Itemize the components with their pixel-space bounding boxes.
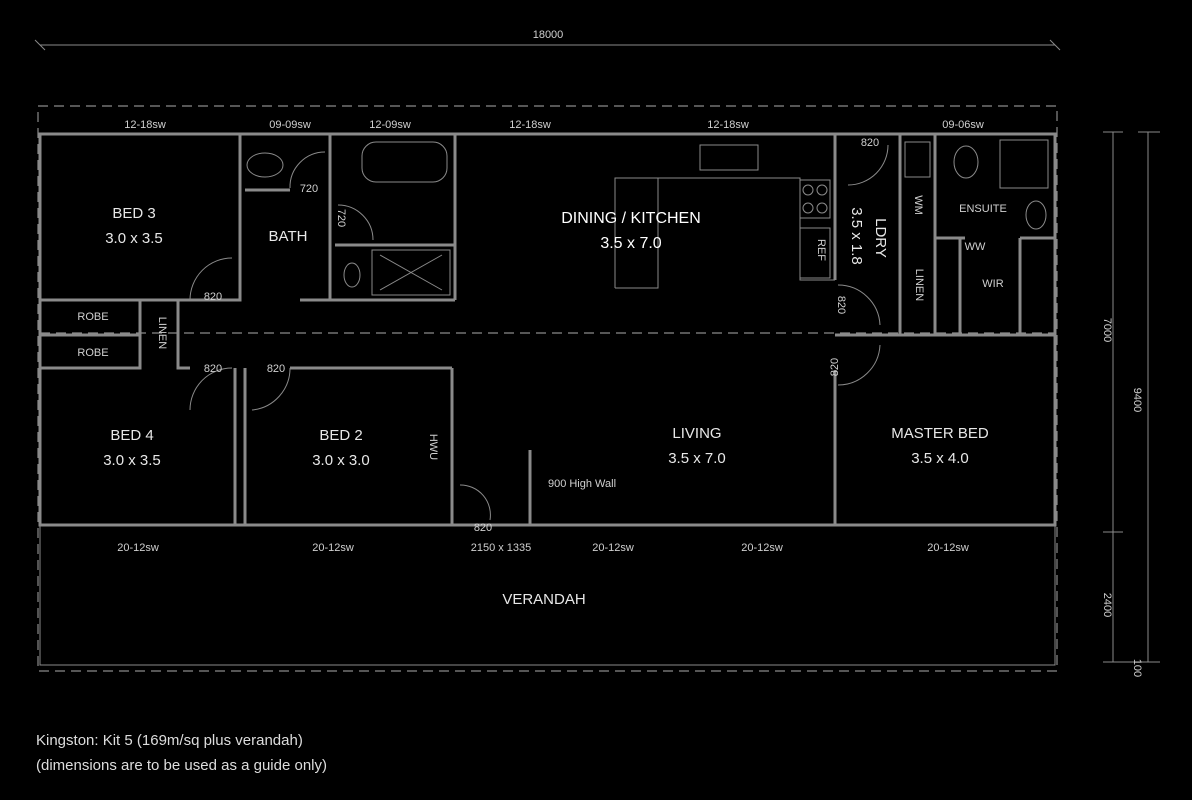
svg-text:100: 100 [1131, 659, 1143, 677]
door-swings [189, 144, 889, 521]
trough-icon [904, 141, 931, 178]
toilet-icon [246, 152, 284, 178]
svg-text:820: 820 [861, 137, 879, 149]
svg-text:ROBE: ROBE [77, 347, 108, 359]
svg-text:820: 820 [267, 363, 285, 375]
ensuite-shower-icon [999, 139, 1049, 189]
svg-text:12-18sw: 12-18sw [124, 119, 166, 131]
ensuite-label: ENSUITE [959, 203, 1007, 215]
svg-text:820: 820 [204, 363, 222, 375]
ensuite-toilet-icon [953, 145, 979, 179]
shower-icon [371, 249, 451, 296]
svg-text:820: 820 [829, 358, 841, 376]
ensuite-basin-icon [1025, 200, 1047, 230]
svg-text:3.5 x 1.8: 3.5 x 1.8 [848, 207, 865, 265]
overall-dimension: 18000 [34, 29, 1061, 51]
plan-title: Kingston: Kit 5 (169m/sq plus verandah) [36, 732, 303, 749]
bath-label: BATH [269, 228, 308, 245]
svg-text:ROBE: ROBE [77, 311, 108, 323]
svg-text:2150 x 1335: 2150 x 1335 [471, 542, 532, 554]
dining-label: DINING / KITCHEN [561, 210, 701, 227]
svg-text:820: 820 [204, 291, 222, 303]
svg-text:HWU: HWU [427, 434, 439, 460]
door-labels: 820 720 720 820 820 820 820 820 820 [204, 137, 879, 534]
svg-text:820: 820 [835, 296, 847, 314]
svg-text:12-09sw: 12-09sw [369, 119, 411, 131]
svg-text:900 High Wall: 900 High Wall [548, 478, 616, 490]
svg-text:720: 720 [335, 209, 347, 227]
svg-text:12-18sw: 12-18sw [509, 119, 551, 131]
verandah-outline [39, 524, 1056, 666]
ldry-label: LDRY [872, 218, 889, 258]
sink-icon [699, 144, 759, 171]
fridge-space [799, 227, 831, 279]
svg-text:REF: REF [815, 239, 827, 261]
svg-text:2400: 2400 [1101, 593, 1113, 617]
svg-text:7000: 7000 [1101, 318, 1113, 342]
svg-text:3.0 x 3.0: 3.0 x 3.0 [312, 452, 370, 469]
bathtub-icon [361, 141, 448, 183]
living-label: LIVING [672, 425, 721, 442]
svg-text:09-06sw: 09-06sw [942, 119, 984, 131]
internal-walls [40, 134, 1055, 525]
bottom-window-labels: 20-12sw 20-12sw 2150 x 1335 20-12sw 20-1… [117, 542, 969, 554]
svg-text:09-09sw: 09-09sw [269, 119, 311, 131]
svg-text:3.0 x 3.5: 3.0 x 3.5 [105, 230, 163, 247]
svg-text:820: 820 [474, 522, 492, 534]
kitchen-bench [658, 177, 835, 281]
overall-width-label: 18000 [533, 29, 564, 41]
svg-text:WM: WM [912, 195, 924, 215]
svg-text:20-12sw: 20-12sw [927, 542, 969, 554]
svg-text:20-12sw: 20-12sw [117, 542, 159, 554]
basin-icon [343, 262, 361, 288]
cooktop-icon [799, 179, 831, 219]
fixture-labels: ROBE ROBE LINEN LINEN REF WM WW HWU 900 … [77, 195, 986, 490]
svg-text:20-12sw: 20-12sw [592, 542, 634, 554]
plan-disclaimer: (dimensions are to be used as a guide on… [36, 757, 328, 774]
svg-text:LINEN: LINEN [913, 269, 925, 301]
svg-text:3.5 x 7.0: 3.5 x 7.0 [668, 450, 726, 467]
svg-text:LINEN: LINEN [156, 317, 168, 349]
top-window-labels: 12-18sw 09-09sw 12-09sw 12-18sw 12-18sw … [124, 119, 984, 131]
kitchen-island [614, 177, 659, 289]
svg-text:20-12sw: 20-12sw [741, 542, 783, 554]
svg-text:3.5 x 4.0: 3.5 x 4.0 [911, 450, 969, 467]
svg-text:720: 720 [300, 183, 318, 195]
verandah-label: VERANDAH [502, 591, 585, 608]
bed3-label: BED 3 [112, 205, 155, 222]
svg-text:3.0 x 3.5: 3.0 x 3.5 [103, 452, 161, 469]
svg-text:WW: WW [965, 241, 986, 253]
svg-text:3.5 x 7.0: 3.5 x 7.0 [600, 235, 661, 252]
bed4-label: BED 4 [110, 427, 153, 444]
bed2-label: BED 2 [319, 427, 362, 444]
svg-text:12-18sw: 12-18sw [707, 119, 749, 131]
room-labels: BED 3 3.0 x 3.5 BATH DINING / KITCHEN 3.… [103, 203, 1007, 608]
outer-walls [38, 132, 1057, 527]
side-dimensions: 7000 9400 2400 100 [1101, 131, 1160, 677]
svg-text:9400: 9400 [1131, 388, 1143, 412]
svg-text:20-12sw: 20-12sw [312, 542, 354, 554]
roofline [37, 105, 1058, 672]
master-label: MASTER BED [891, 425, 989, 442]
wir-label: WIR [982, 278, 1003, 290]
